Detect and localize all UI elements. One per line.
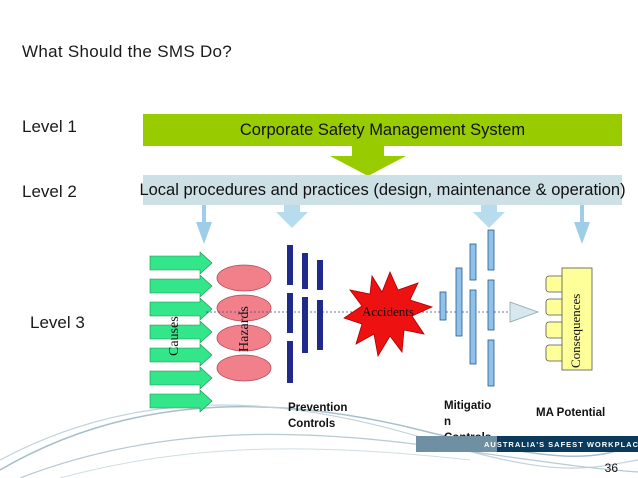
wide-down-arrow-left (276, 205, 308, 228)
hazards-label: Hazards (237, 306, 252, 352)
ma-potential-caption: MA Potential (536, 407, 606, 419)
accidents-starburst (343, 270, 434, 358)
slide-title: What Should the SMS Do? (22, 42, 233, 61)
hazard-ellipses (216, 264, 272, 382)
corporate-sms-band: Corporate Safety Management System (143, 114, 622, 146)
local-procedures-band: Local procedures and practices (design, … (139, 175, 626, 205)
causes-label: Causes (167, 316, 182, 356)
brand-bar-accent (416, 436, 497, 452)
prevention-line-2: Controls (288, 418, 336, 430)
consequence-boxes (545, 267, 593, 371)
cause-arrows (149, 251, 213, 413)
mitigation-line-1: Mitigatio (444, 400, 492, 412)
mitigation-line-2: n (444, 416, 452, 428)
level-3-label: Level 3 (30, 313, 85, 332)
prevention-line-1: Prevention (288, 402, 348, 414)
brand-tagline: AUSTRALIA'S SAFEST WORKPLACES (484, 436, 638, 452)
wide-down-arrow-right (473, 205, 505, 228)
consequence-arrow (509, 301, 540, 323)
mitigation-barriers (439, 229, 495, 387)
small-down-arrow-right (574, 205, 590, 244)
prevention-barriers (287, 245, 323, 383)
level-1-label: Level 1 (22, 117, 77, 136)
consequences-label: Consequences (568, 293, 583, 368)
green-down-arrow (330, 146, 406, 176)
prevention-controls-caption: Prevention Controls (288, 400, 347, 432)
level-2-label: Level 2 (22, 182, 77, 201)
accidents-label: Accidents (362, 304, 414, 319)
page-number: 36 (604, 461, 618, 475)
small-down-arrow-left (196, 205, 212, 244)
